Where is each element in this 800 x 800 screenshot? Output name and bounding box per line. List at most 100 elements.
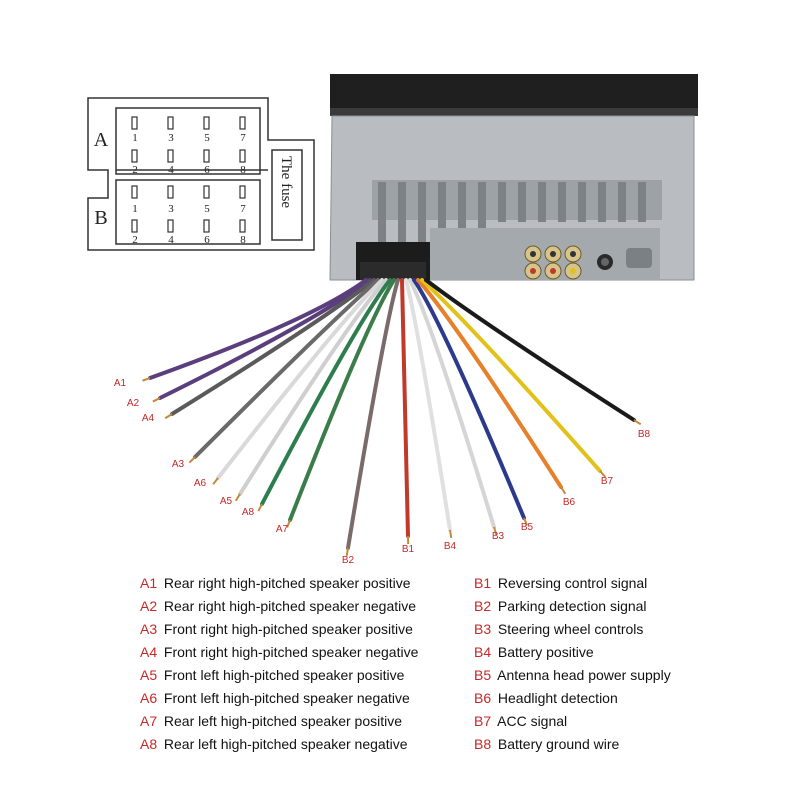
legend-item-a1: A1 Rear right high-pitched speaker posit… [140, 572, 480, 595]
wire-a2 [158, 278, 372, 400]
legend-item-b5: B5 Antenna head power supply [474, 664, 800, 687]
legend-text: Parking detection signal [497, 598, 647, 614]
wire-tip-a6 [212, 477, 219, 485]
legend-code: B6 [474, 690, 492, 706]
wires [142, 278, 642, 557]
wire-a5 [238, 278, 388, 496]
wire-b8 [424, 278, 636, 422]
legend-item-b7: B7 ACC signal [474, 710, 800, 733]
legend-code: B7 [474, 713, 492, 729]
wire-label-a4: A4 [142, 413, 155, 424]
wire-b1 [400, 278, 410, 538]
legend-item-b3: B3 Steering wheel controls [474, 618, 800, 641]
wire-tip-b2 [345, 547, 349, 557]
wire-tip-a4 [164, 413, 173, 420]
legend-code: B1 [474, 575, 492, 591]
wire-b2 [346, 278, 400, 550]
legend-b-block: B1 Reversing control signal B2 Parking d… [474, 572, 800, 756]
wire-a6 [216, 278, 384, 480]
legend-item-a8: A8 Rear left high-pitched speaker negati… [140, 733, 480, 756]
legend-text: Front left high-pitched speaker positive [163, 667, 405, 683]
wire-label-b3: B3 [492, 531, 505, 542]
wire-a7 [288, 278, 396, 522]
wire-label-b8: B8 [638, 429, 651, 440]
legend-text: Antenna head power supply [497, 667, 671, 683]
legend-code: A8 [140, 736, 158, 752]
wire-a3 [193, 278, 380, 459]
wire-b3 [408, 278, 496, 529]
wire-b6 [416, 278, 563, 489]
legend-code: A1 [140, 575, 158, 591]
pin-a-3: 3 [168, 132, 174, 144]
pin-a-6: 6 [204, 164, 210, 176]
legend-text: Steering wheel controls [497, 621, 644, 637]
legend-text: ACC signal [497, 713, 568, 729]
wire-label-b7: B7 [601, 476, 614, 487]
rca-jacks [524, 245, 652, 280]
legend-item-a7: A7 Rear left high-pitched speaker positi… [140, 710, 480, 733]
wire-tip-b4 [449, 529, 453, 539]
wire-tip-b3 [493, 526, 498, 535]
wire-tip-b6 [560, 486, 567, 495]
legend-code: A2 [140, 598, 158, 614]
legend-item-a3: A3 Front right high-pitched speaker posi… [140, 618, 480, 641]
legend-text: Rear right high-pitched speaker negative [163, 598, 417, 614]
pin-b-5: 5 [204, 203, 210, 215]
block-b-label: B [94, 207, 107, 229]
legend-text: Front right high-pitched speaker negativ… [163, 644, 419, 660]
wire-tip-a8 [257, 503, 263, 512]
pin-a-8: 8 [240, 164, 246, 176]
legend-code: A5 [140, 667, 158, 683]
legend-item-a4: A4 Front right high-pitched speaker nega… [140, 641, 480, 664]
block-a-pins [131, 116, 246, 163]
wire-label-b2: B2 [342, 555, 355, 566]
wire-label-a7: A7 [276, 524, 289, 535]
legend-code: B2 [474, 598, 492, 614]
wire-label-a5: A5 [220, 496, 233, 507]
pin-b-2: 2 [132, 234, 138, 246]
wire-tip-b7 [599, 470, 607, 478]
pin-b-3: 3 [168, 203, 174, 215]
pin-a-5: 5 [204, 132, 210, 144]
wire-label-b1: B1 [402, 544, 415, 555]
wire-label-a2: A2 [127, 398, 140, 409]
legend-text: Headlight detection [497, 690, 618, 706]
legend-item-b1: B1 Reversing control signal [474, 572, 800, 595]
legend-code: A3 [140, 621, 158, 637]
wire-a4 [170, 278, 376, 416]
legend-text: Reversing control signal [497, 575, 648, 591]
pin-b-1: 1 [132, 203, 138, 215]
legend-a-block: A1 Rear right high-pitched speaker posit… [140, 572, 480, 756]
pin-a-7: 7 [240, 132, 246, 144]
legend-code: B3 [474, 621, 492, 637]
wire-tip-a1 [142, 377, 151, 382]
legend-text: Rear right high-pitched speaker positive [163, 575, 411, 591]
wire-tip-b5 [523, 517, 528, 526]
fuse-label: The fuse [278, 156, 294, 208]
legend-text: Rear left high-pitched speaker positive [163, 713, 403, 729]
legend-item-b2: B2 Parking detection signal [474, 595, 800, 618]
legend-text: Front left high-pitched speaker negative [163, 690, 410, 706]
wire-label-b6: B6 [563, 497, 576, 508]
wire-tip-a7 [286, 519, 291, 528]
wire-a8 [260, 278, 392, 506]
legend-item-b6: B6 Headlight detection [474, 687, 800, 710]
wire-label-b4: B4 [444, 541, 457, 552]
wire-label-a1: A1 [114, 378, 127, 389]
legend-item-a2: A2 Rear right high-pitched speaker negat… [140, 595, 480, 618]
block-a-label: A [94, 129, 109, 151]
legend-code: B4 [474, 644, 492, 660]
legend-code: A6 [140, 690, 158, 706]
pin-b-7: 7 [240, 203, 246, 215]
wire-a1 [148, 278, 368, 380]
connector-pinout [87, 97, 315, 251]
wire-b4 [404, 278, 452, 532]
legend-code: B5 [474, 667, 492, 683]
pin-a-1: 1 [132, 132, 138, 144]
legend-item-b4: B4 Battery positive [474, 641, 800, 664]
wire-label-a6: A6 [194, 478, 207, 489]
head-unit [329, 74, 698, 281]
pin-a-4: 4 [168, 164, 174, 176]
legend-text: Battery ground wire [497, 736, 620, 752]
